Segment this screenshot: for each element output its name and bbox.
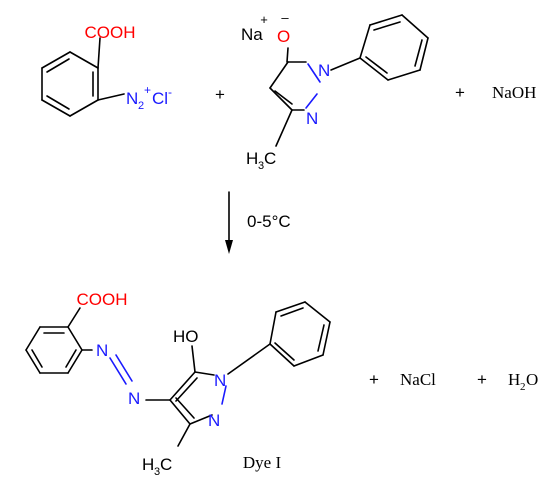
methyl-subscript: 3: [258, 160, 264, 172]
product-pyrazole-n2-label: N: [208, 411, 220, 430]
pyrazole-ring-2: [169, 345, 227, 425]
methyl-label: H 3 C: [246, 149, 276, 172]
pyrazole-n1-label: N: [318, 61, 330, 80]
bond-ring-to-cooh-2: [67, 307, 81, 328]
oxygen-anion-label: O: [277, 27, 290, 46]
diazonium-chloride-label: N 2 + Cl -: [126, 83, 172, 112]
plus-sign-4: +: [477, 370, 487, 389]
reactant-diazonium-salt: COOH N 2 + Cl -: [41, 23, 172, 117]
product-pyrazole-n1-label: N: [214, 371, 226, 390]
product-methyl-subscript: 3: [154, 466, 160, 478]
methyl-c: C: [264, 149, 276, 168]
azo-double-bond-b: [115, 354, 133, 382]
reactant-pyrazolone-sodium-salt: Na + O – N N H: [241, 10, 429, 172]
chloride-label: Cl: [152, 89, 168, 108]
sodium-plus-charge: +: [260, 12, 268, 27]
water-h: H: [508, 370, 520, 389]
diazo-subscript: 2: [138, 100, 144, 112]
oxygen-minus-charge: –: [281, 10, 289, 25]
water-label: H 2 O: [508, 370, 538, 393]
plus-sign-2: +: [455, 83, 465, 102]
azo-n1-label: N: [96, 341, 108, 360]
reaction-condition: 0-5°C: [247, 212, 291, 231]
azo-n2-label: N: [128, 389, 140, 408]
benzene-ring-1: [41, 51, 99, 117]
water-subscript: 2: [520, 381, 526, 393]
nacl-label: NaCl: [400, 370, 436, 389]
phenyl-ring-2: [269, 301, 331, 367]
product-cooh-label: COOH: [77, 290, 128, 309]
chloride-minus-charge: -: [168, 85, 172, 99]
bond-ring-to-methyl: [275, 109, 293, 147]
cooh-label: COOH: [85, 23, 136, 42]
hydroxyl-label: HO: [173, 327, 199, 346]
plus-sign-1: +: [215, 85, 225, 104]
azo-double-bond-a: [109, 357, 127, 385]
product-dye: COOH N N HO N N: [25, 290, 331, 478]
diazo-plus-charge: +: [144, 83, 151, 97]
pyrazole-ring-1: [269, 47, 321, 111]
product-methyl-c: C: [160, 455, 172, 474]
product-methyl-h: H: [142, 455, 154, 474]
pyrazole-n2-label: N: [306, 109, 318, 128]
bond-n-to-phenyl-2: [227, 343, 271, 375]
sodium-label: Na: [241, 25, 263, 44]
bond-n-to-phenyl: [330, 57, 361, 71]
bond-ring-to-methyl-2: [177, 423, 191, 447]
benzene-ring-2: [25, 326, 83, 374]
water-o: O: [526, 370, 538, 389]
bond-ring-to-diazo: [97, 93, 125, 101]
naoh-label: NaOH: [492, 83, 536, 102]
product-methyl-label: H 3 C: [142, 455, 172, 478]
product-name-label: Dye I: [243, 453, 282, 472]
reaction-arrow: [225, 191, 233, 254]
methyl-h: H: [246, 149, 258, 168]
bond-ring-to-cooh: [97, 37, 101, 69]
diazo-n-label: N: [126, 89, 138, 108]
phenyl-ring-1: [359, 14, 429, 81]
plus-sign-3: +: [369, 370, 379, 389]
arrow-head: [225, 240, 233, 254]
